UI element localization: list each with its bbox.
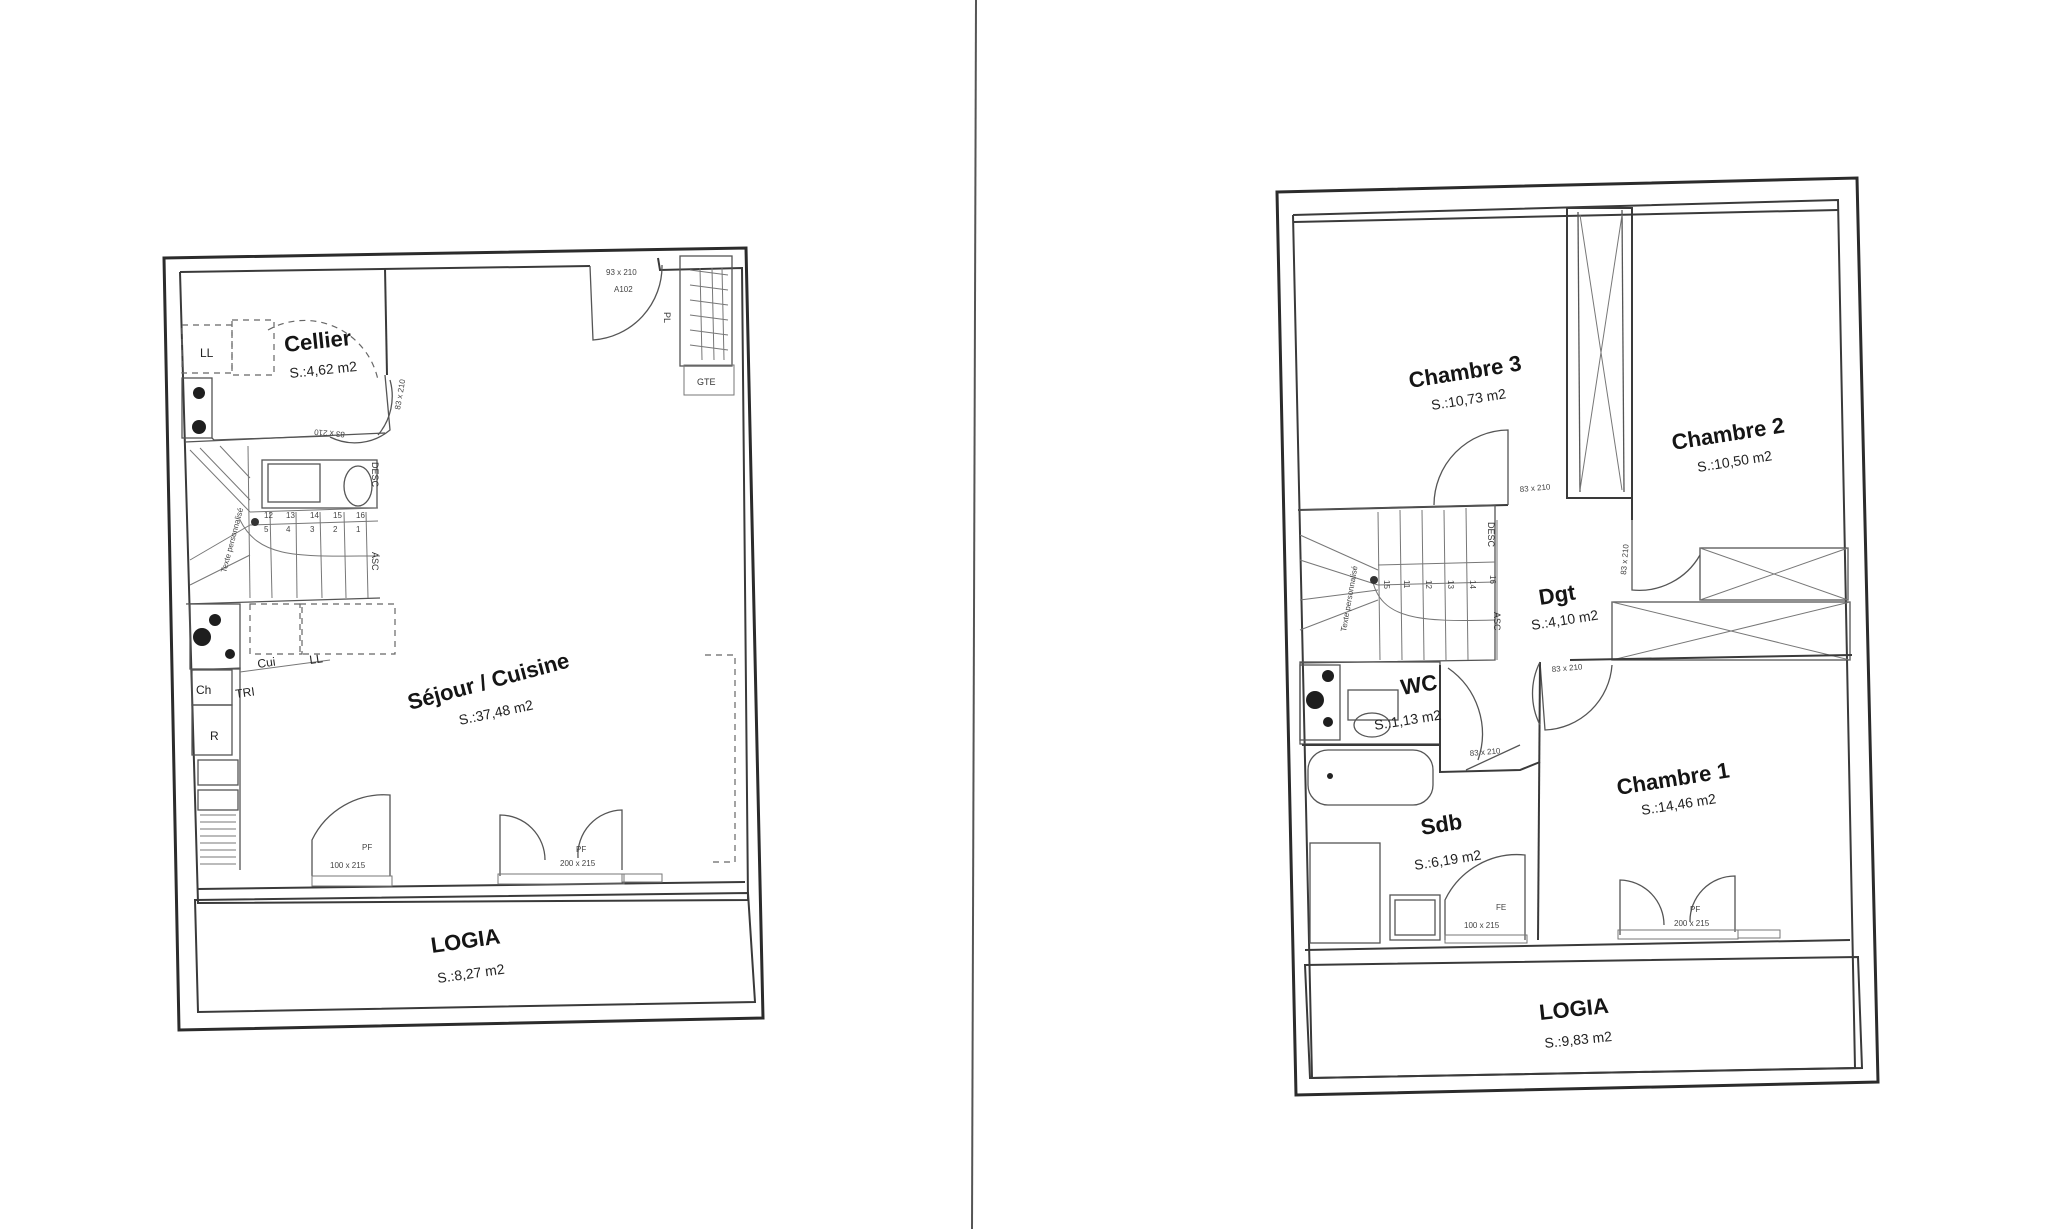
label-door-ch2: 83 x 210 [1619,543,1631,575]
stair-number: 4 [286,525,291,534]
room-area-loggia-ground: S.:8,27 m2 [436,961,505,986]
label-pf2-size: 200 x 215 [560,859,596,868]
label-door-wc-ground: 83 x 210 [313,427,345,439]
room-area-chambre-2: S.:10,50 m2 [1696,447,1773,475]
upper-floor-plan [1275,176,1880,1097]
stair-number: 12 [1424,580,1433,589]
label-gte: GTE [697,377,716,387]
room-area-chambre-3: S.:10,73 m2 [1430,385,1507,413]
room-name-loggia-ground: LOGIA [429,923,502,957]
stair-number: 3 [310,525,315,534]
room-area-wc: S.:1,13 m2 [1373,707,1443,733]
room-area-dgt: S.:4,10 m2 [1530,607,1600,633]
stair-number: 1 [356,525,361,534]
room-name-chambre-3: Chambre 3 [1407,350,1523,392]
room-name-loggia-upper: LOGIA [1538,993,1610,1025]
label-pf2: PF [576,845,586,854]
stair-number: 5 [264,525,269,534]
label-ch: Ch [196,683,211,697]
label-desc-upper: DESC [1486,522,1496,548]
label-asc-upper: ASC [1492,612,1502,631]
stair-number: 2 [333,525,338,534]
label-texte-perso-upper: Texte personnalisé [1339,565,1360,633]
ground-floor-labels: Cellier S.:4,62 m2 Séjour / Cuisine S.:3… [196,268,716,986]
room-name-dgt: Dgt [1537,579,1578,610]
room-name-cellier: Cellier [283,325,353,357]
label-door-ch1: 83 x 210 [1551,662,1583,674]
label-pf1-size: 100 x 215 [330,861,366,870]
label-ll-top: LL [200,346,214,360]
stair-number: 14 [310,511,319,520]
stair-number: 15 [333,511,342,520]
stair-number: 13 [286,511,295,520]
label-door-wc-upper: 83 x 210 [1469,746,1501,758]
label-ll-kitchen: LL [308,651,323,667]
label-door-ch3: 83 x 210 [1519,482,1551,494]
label-pf1: PF [362,843,372,852]
label-pf-upper: PF [1690,905,1700,914]
ground-floor-plan [162,246,765,1032]
stair-number: 16 [356,511,365,520]
room-name-sdb: Sdb [1419,809,1464,840]
room-name-wc: WC [1399,669,1439,699]
page-divider [971,0,977,1229]
room-area-loggia-upper: S.:9,83 m2 [1544,1028,1613,1051]
room-area-sejour-cuisine: S.:37,48 m2 [457,697,534,728]
stair-numbers-upper: 11 12 13 14 15 16 [1382,575,1497,589]
label-door-main-id: A102 [614,285,633,294]
label-tri: TRI [234,684,255,701]
label-asc-ground: ASC [370,552,380,571]
label-fe-size: 100 x 215 [1464,921,1500,930]
stair-number: 11 [1402,580,1411,589]
room-area-cellier: S.:4,62 m2 [289,358,358,381]
stair-numbers-ground: 12 13 14 15 16 1 2 3 4 5 [264,511,365,534]
label-desc-ground: DESC [370,462,380,488]
label-pl: PL [662,312,672,323]
stair-number: 12 [264,511,273,520]
stair-number: 13 [1446,580,1455,589]
label-fe: FE [1496,903,1506,912]
label-cui: Cui [256,655,276,671]
label-door-main-size: 93 x 210 [606,268,637,277]
ground-stairs [184,432,386,605]
stair-number: 14 [1468,580,1477,589]
upper-stairs [1297,504,1498,664]
label-door-cellier: 83 x 210 [393,378,407,410]
label-pf-upper-size: 200 x 215 [1674,919,1710,928]
label-r: R [210,729,219,743]
stair-number: 16 [1488,575,1497,584]
stair-number: 15 [1382,580,1391,589]
